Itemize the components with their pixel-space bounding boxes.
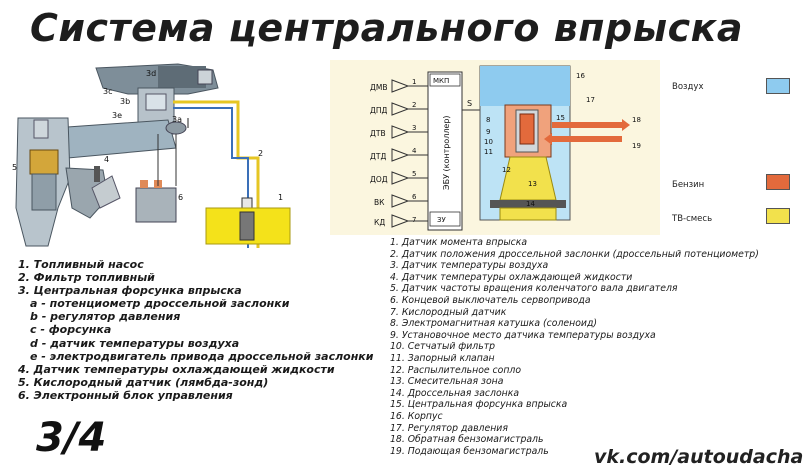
- left-list-subitem: a - потенциометр дроссельной заслонки: [30, 297, 290, 311]
- right-list-item: 15. Центральная форсунка впрыска: [390, 399, 568, 411]
- injection-schematic: ДМВ ДПД ДТВ ДТД ДОД ВК КД 1 2 3 4 5 6 7 …: [330, 60, 660, 235]
- right-list-item: 18. Обратная бензомагистраль: [390, 434, 544, 446]
- sensor-num-5: 5: [412, 170, 416, 178]
- legend-air-label: Воздух: [672, 82, 704, 92]
- sensor-dtd: ДТД: [370, 152, 386, 161]
- s-label: S: [467, 99, 472, 108]
- left-list-subitem: b - регулятор давления: [30, 310, 181, 324]
- legend-air-swatch: [766, 78, 790, 94]
- num-17: 17: [586, 96, 595, 104]
- page-number: 3/4: [36, 415, 107, 461]
- right-list-item: 9. Установочное место датчика температур…: [390, 329, 656, 341]
- num-16: 16: [576, 72, 585, 80]
- label-6: 6: [178, 193, 183, 202]
- right-list-item: 13. Смесительная зона: [390, 376, 504, 388]
- sensor-num-4: 4: [412, 147, 417, 155]
- page-title: Система центрального впрыска: [30, 6, 744, 50]
- label-2: 2: [258, 149, 263, 158]
- sensor-column: [391, 79, 410, 228]
- sensor-dtv: ДТВ: [370, 129, 386, 138]
- legend-fuel-label: Бензин: [672, 180, 705, 190]
- right-list-item: 2. Датчик положения дроссельной заслонки…: [390, 248, 759, 260]
- legend-mix-label: ТВ-смесь: [672, 214, 713, 224]
- zu-label: ЗУ: [437, 216, 446, 224]
- left-list-item: 6. Электронный блок управления: [18, 388, 233, 402]
- right-list-item: 7. Кислородный датчик: [390, 306, 507, 318]
- num-9: 9: [486, 128, 490, 136]
- right-list-item: 3. Датчик температуры воздуха: [390, 260, 549, 272]
- num-13: 13: [528, 180, 537, 188]
- sensor-num-1: 1: [412, 78, 416, 86]
- right-list-item: 10. Сетчатый фильтр: [390, 341, 496, 353]
- label-4: 4: [104, 155, 109, 164]
- left-list-subitem: d - датчик температуры воздуха: [30, 336, 240, 350]
- right-list-item: 12. Распылительное сопло: [390, 364, 522, 376]
- watermark-link[interactable]: vk.com/autoudacha: [594, 446, 804, 468]
- label-1: 1: [278, 193, 283, 202]
- engine-illustration: 3d 3c 3b 3e 3a 1 2 4 5 6: [12, 63, 291, 248]
- label-5: 5: [12, 163, 17, 172]
- color-legend: Воздух Бензин ТВ-смесь: [668, 68, 798, 228]
- legend-mix-swatch: [766, 208, 790, 224]
- num-15: 15: [556, 114, 565, 122]
- sensor-kd: КД: [374, 218, 385, 227]
- left-list-item: 5. Кислородный датчик (лямбда-зонд): [18, 375, 269, 389]
- right-list-item: 14. Дроссельная заслонка: [390, 387, 520, 399]
- num-14: 14: [526, 200, 535, 208]
- left-list-subitem: e - электродвигатель привода дроссельной…: [30, 349, 374, 363]
- left-parts-list: 1. Топливный насос 2. Фильтр топливный 3…: [18, 258, 373, 402]
- sensor-num-6: 6: [412, 193, 417, 201]
- left-list-item: 4. Датчик температуры охлаждающей жидкос…: [18, 362, 335, 376]
- label-3c: 3c: [103, 87, 113, 96]
- right-list-item: 6. Концевой выключатель сервопривода: [390, 294, 591, 306]
- num-19: 19: [632, 142, 641, 150]
- right-list-item: 4. Датчик температуры охлаждающей жидкос…: [390, 271, 633, 283]
- right-list-item: 8. Электромагнитная катушка (соленоид): [390, 318, 598, 330]
- num-18: 18: [632, 116, 641, 124]
- legend-fuel-swatch: [766, 174, 790, 190]
- num-8: 8: [486, 116, 490, 124]
- sensor-num-2: 2: [412, 101, 416, 109]
- right-list-item: 19. Подающая бензомагистраль: [390, 445, 549, 457]
- right-list-item: 16. Корпус: [390, 410, 443, 422]
- left-list-item: 3. Центральная форсунка впрыска: [18, 284, 242, 298]
- num-10: 10: [484, 138, 493, 146]
- right-list-item: 11. Запорный клапан: [390, 352, 495, 364]
- sensor-num-3: 3: [412, 124, 416, 132]
- left-list-item: 2. Фильтр топливный: [18, 271, 155, 285]
- sensor-dpd: ДПД: [370, 106, 387, 115]
- left-list-subitem: c - форсунка: [30, 323, 112, 337]
- right-list-item: 1. Датчик момента впрыска: [390, 237, 528, 248]
- sensor-vk: ВК: [374, 198, 385, 207]
- ecu-label: ЭБУ (контроллер): [442, 115, 451, 190]
- label-3a: 3a: [172, 115, 182, 124]
- sensor-dod: ДОД: [370, 175, 388, 184]
- left-list-item: 1. Топливный насос: [18, 258, 144, 271]
- right-list-item: 5. Датчик частоты вращения коленчатого в…: [390, 283, 678, 295]
- num-11: 11: [484, 148, 493, 156]
- sensor-dmv: ДМВ: [370, 83, 387, 92]
- label-3d: 3d: [146, 69, 156, 78]
- label-3e: 3e: [112, 111, 122, 120]
- label-3b: 3b: [120, 97, 130, 106]
- sensor-num-7: 7: [412, 216, 416, 224]
- num-12: 12: [502, 166, 511, 174]
- right-list-item: 17. Регулятор давления: [390, 422, 508, 434]
- mkp-label: МКП: [433, 77, 449, 85]
- right-parts-list: 1. Датчик момента впрыска 2. Датчик поло…: [390, 237, 759, 457]
